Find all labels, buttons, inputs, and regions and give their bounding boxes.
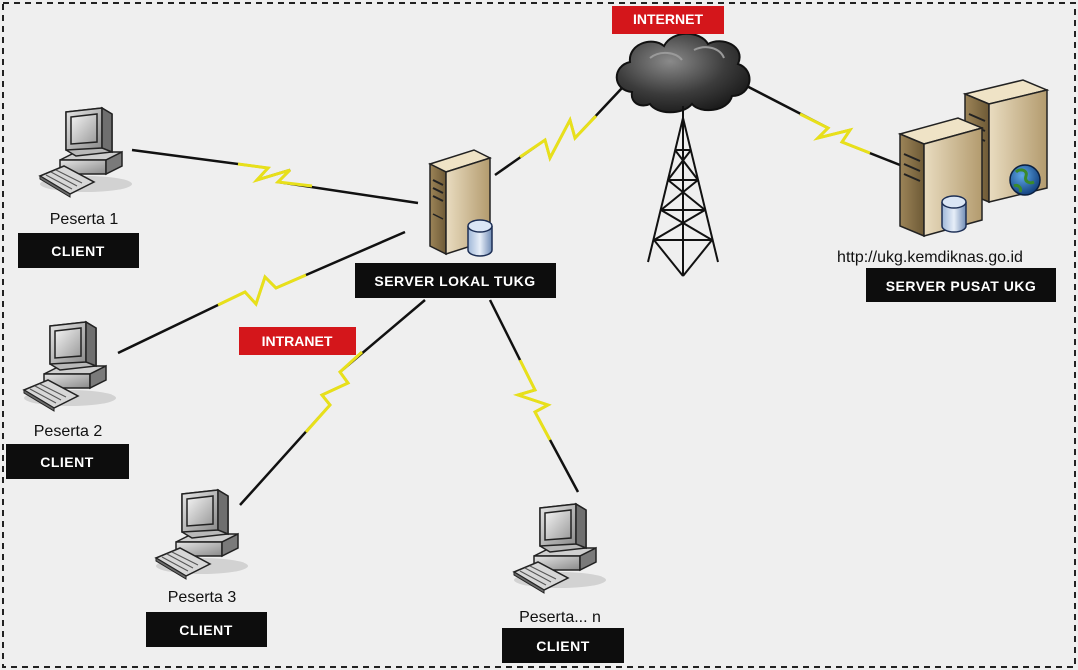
local-server-icon bbox=[429, 149, 493, 257]
globe-icon bbox=[1009, 164, 1041, 196]
client-1-role: CLIENT bbox=[51, 243, 105, 259]
client-3-name: Peserta 3 bbox=[168, 589, 237, 606]
connections bbox=[117, 78, 901, 506]
client-2-tag: CLIENT bbox=[6, 444, 129, 479]
local-server-label: SERVER LOKAL TUKG bbox=[374, 273, 535, 289]
central-server-icon bbox=[897, 79, 1050, 238]
client-3-tag: CLIENT bbox=[146, 612, 267, 647]
central-server-url: http://ukg.kemdiknas.go.id bbox=[837, 249, 1023, 266]
internet-tag: INTERNET bbox=[612, 6, 724, 34]
client-n-tag: CLIENT bbox=[502, 628, 624, 663]
client-2-name: Peserta 2 bbox=[34, 423, 103, 440]
client-1-name: Peserta 1 bbox=[50, 211, 119, 228]
intranet-label: INTRANET bbox=[262, 333, 333, 349]
local-server-tag: SERVER LOKAL TUKG bbox=[355, 263, 556, 298]
radio-tower-icon bbox=[647, 106, 719, 277]
intranet-tag: INTRANET bbox=[239, 327, 356, 355]
client-n-role: CLIENT bbox=[536, 638, 590, 654]
client-1-tag: CLIENT bbox=[18, 233, 139, 268]
central-server-label: SERVER PUSAT UKG bbox=[886, 278, 1037, 294]
client-n-name: Peserta... n bbox=[519, 609, 601, 626]
client-2-role: CLIENT bbox=[40, 454, 94, 470]
internet-cloud-icon bbox=[615, 32, 751, 114]
internet-label: INTERNET bbox=[633, 11, 703, 27]
central-server-tag: SERVER PUSAT UKG bbox=[866, 268, 1056, 302]
client-3-role: CLIENT bbox=[179, 622, 233, 638]
